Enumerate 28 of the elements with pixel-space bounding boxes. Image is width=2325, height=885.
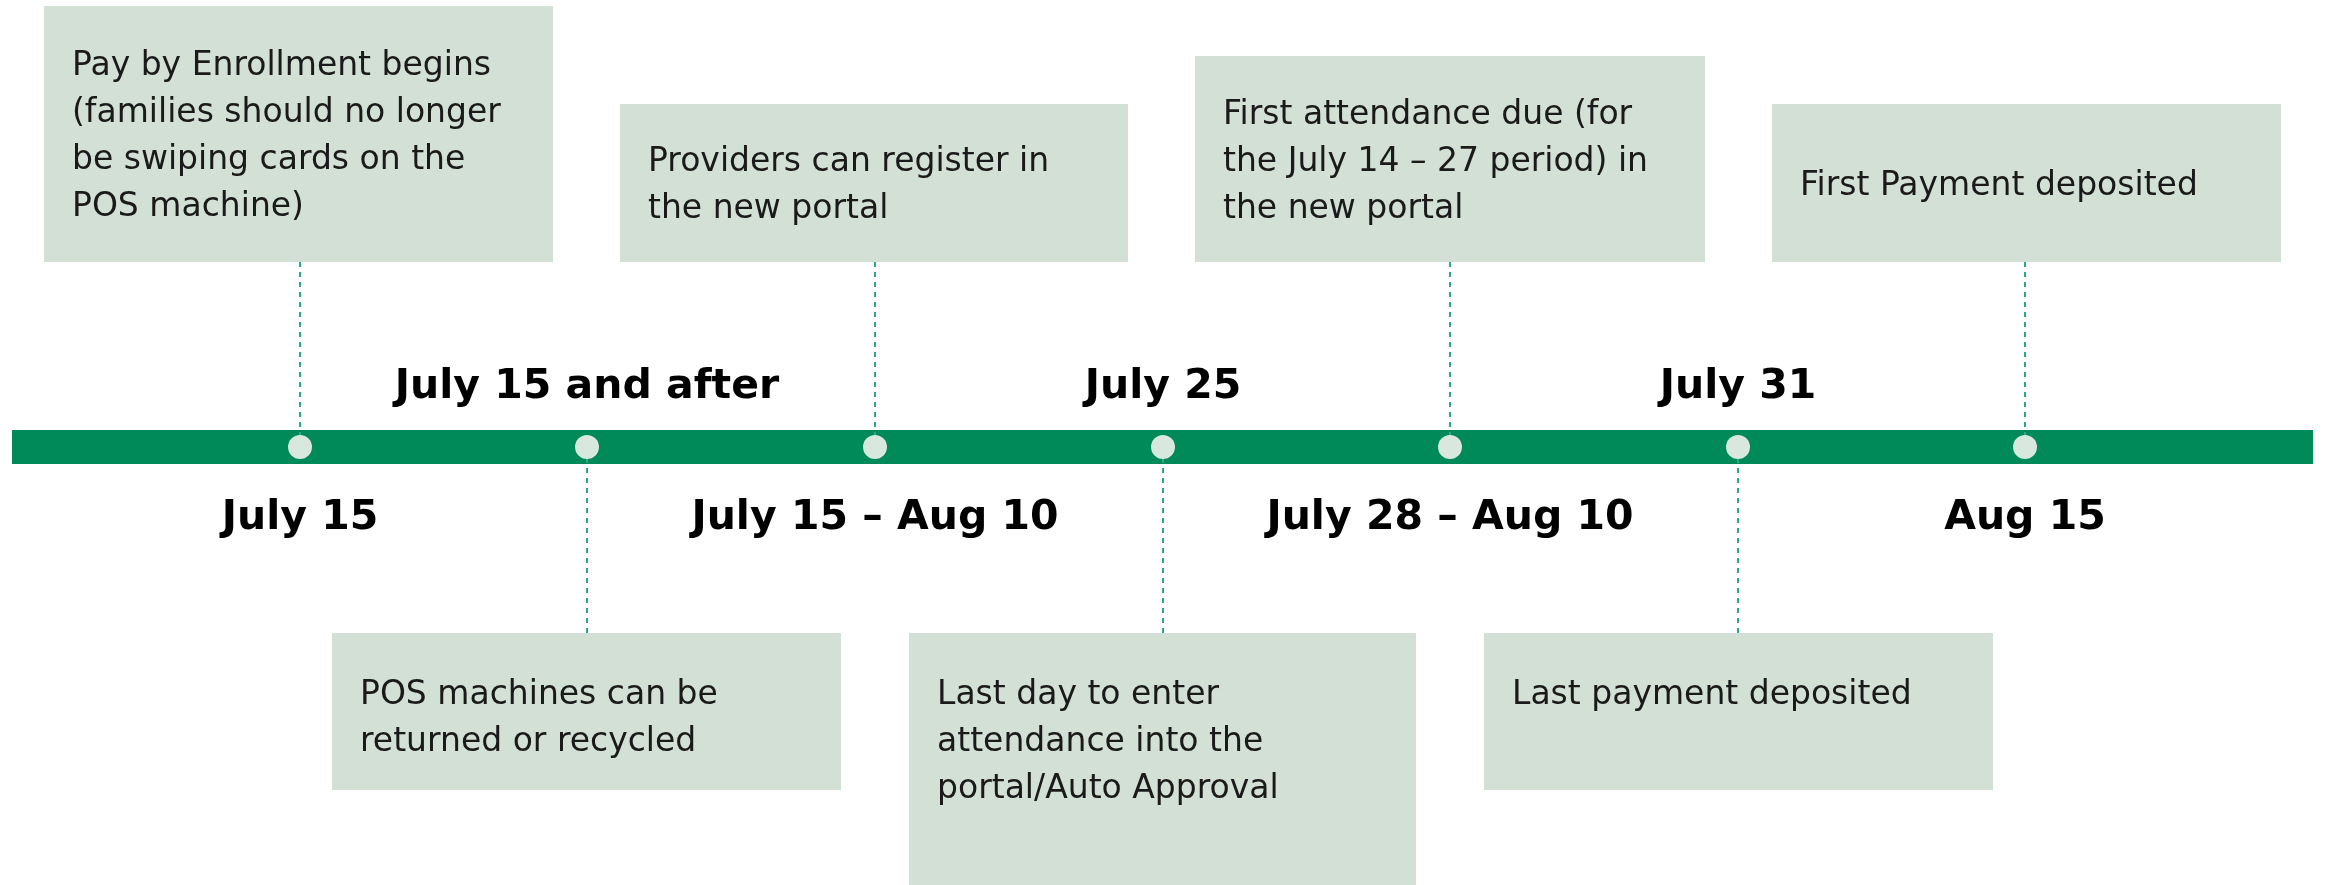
event-box [1484,633,1993,790]
event-box [620,104,1128,262]
date-label: Aug 15 [1944,491,2106,539]
event-box [332,633,841,790]
leader-line [1737,458,1739,634]
event-text: Pay by Enrollment begins (families should no longer be swiping cards on the POS machine) [72,43,502,226]
event-text: POS machines can be returned or recycled [360,672,719,761]
date-label: July 28 – Aug 10 [1266,491,1634,539]
event-text: Providers can register in the new portal [648,139,1051,228]
date-label: July 15 – Aug 10 [691,491,1059,539]
event-text: Last payment deposited [1512,672,1912,714]
leader-line [586,458,588,634]
event-box [44,6,553,262]
leader-line [1449,261,1451,436]
event-text: Last day to enter attendance into the portal/Auto Approval [937,672,1280,808]
leader-line [874,261,876,436]
event-box [1772,104,2281,262]
date-label: July 25 [1084,360,1242,408]
date-label: July 15 [221,491,379,539]
leader-line [299,261,301,436]
leader-line [2024,261,2026,436]
leader-line [1162,458,1164,634]
event-text: First attendance due (for the July 14 – 27 period) in the new portal [1223,91,1649,228]
date-label: July 31 [1659,360,1817,408]
event-box [1195,56,1705,262]
event-box [909,633,1416,885]
event-text: First Payment deposited [1800,162,2198,205]
date-label: July 15 and after [394,360,780,408]
